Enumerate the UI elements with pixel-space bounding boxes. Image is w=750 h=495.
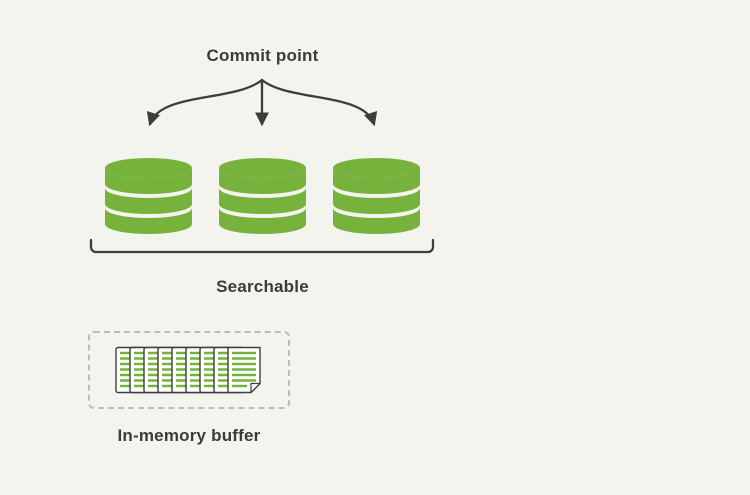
arrow-right <box>260 78 378 127</box>
database-icon <box>219 158 306 234</box>
fan-out-arrows-icon <box>146 78 378 127</box>
searchable-label: Searchable <box>216 277 309 296</box>
in-memory-buffer-box <box>88 331 290 409</box>
database-icon <box>105 158 192 234</box>
database-icon <box>333 158 420 234</box>
in-memory-buffer-label: In-memory buffer <box>117 426 261 445</box>
document-stack-icon <box>115 346 261 394</box>
buffer-document-front <box>227 346 261 394</box>
arrow-left <box>146 78 264 127</box>
underbrace-icon <box>89 238 435 254</box>
commit-point-label: Commit point <box>206 46 319 65</box>
